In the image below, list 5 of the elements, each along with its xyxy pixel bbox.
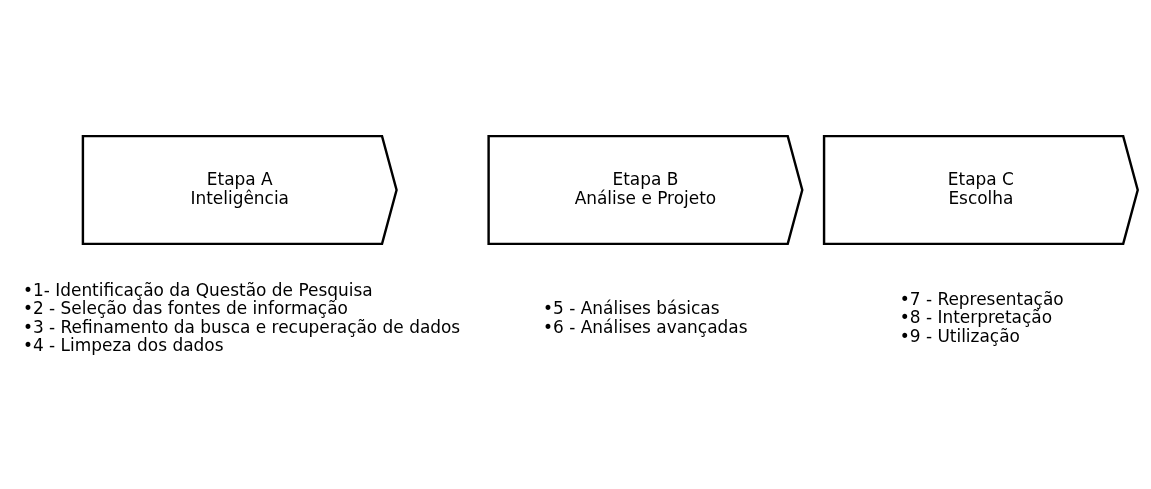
- node-label: •6 - Análises avançadas: [543, 316, 748, 337]
- node-label: •7 - Representação: [899, 289, 1064, 310]
- node-label: •5 - Análises básicas: [543, 298, 720, 319]
- node-label: •1- Identificação da Questão de Pesquisa: [22, 280, 373, 301]
- node-label: •4 - Limpeza dos dados: [22, 334, 224, 355]
